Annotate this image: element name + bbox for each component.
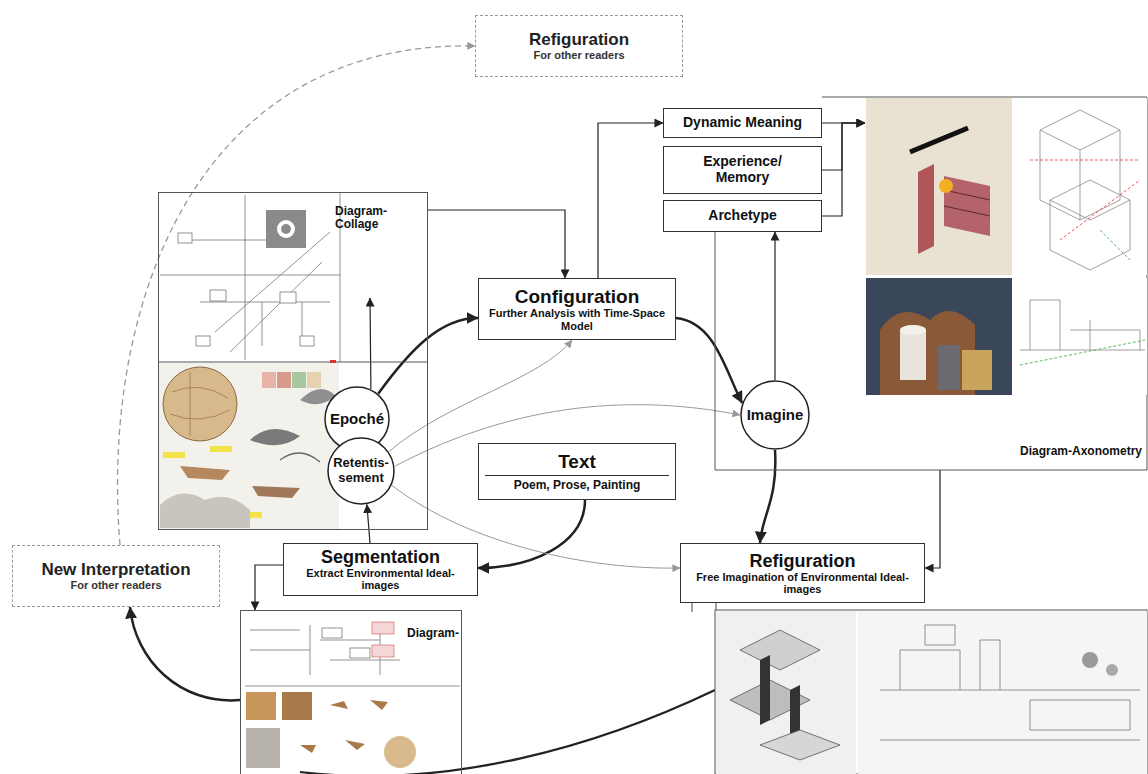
- circle-node: Imagine: [740, 380, 810, 450]
- connector: [925, 470, 940, 568]
- connector: [378, 318, 478, 394]
- circle-node: Retentis-sement: [327, 437, 395, 505]
- node-subtitle: Further Analysis with Time-Space Model: [485, 307, 669, 332]
- node-title: Text: [485, 451, 669, 476]
- node-title: Configuration: [515, 286, 640, 307]
- node-title: Refiguration: [529, 30, 629, 49]
- node-subtitle: For other readers: [533, 49, 624, 61]
- node-subtitle: Poem, Prose, Painting: [514, 479, 641, 492]
- circle-shape: [328, 438, 394, 504]
- diagram-panel: Diagram-: [240, 610, 462, 774]
- connector: [822, 123, 865, 216]
- node-title: Retentis-sement: [331, 456, 391, 485]
- process-box: RefigurationFree Imagination of Environm…: [680, 543, 925, 603]
- node-title: Diagram-: [407, 627, 459, 640]
- diagram-panel: Diagram-Axonometry Imagine: [715, 97, 1147, 470]
- process-box: Experience/ Memory: [663, 146, 822, 194]
- dashed-box: RefigurationFor other readers: [475, 15, 683, 77]
- node-title: Diagram-Collage: [335, 205, 399, 232]
- connector: [774, 232, 775, 380]
- node-title: Diagram-Axonometry: [998, 445, 1142, 458]
- process-box: ConfigurationFurther Analysis with Time-…: [478, 278, 676, 340]
- connector: [760, 450, 775, 543]
- connector: [369, 298, 371, 389]
- connector: [389, 340, 572, 452]
- process-box: Dynamic Meaning: [663, 108, 822, 138]
- node-title: Epoché: [330, 411, 384, 428]
- node-title: Imagine: [747, 407, 804, 424]
- connector: [118, 46, 475, 545]
- node-subtitle: Free Imagination of Environmental Ideal-…: [687, 571, 918, 596]
- connector: [598, 123, 663, 278]
- diagram-panel: Diagram-CollageEpochéRetentis-sement: [158, 192, 428, 530]
- connector: [428, 210, 565, 278]
- process-box: TextPoem, Prose, Painting: [478, 443, 676, 500]
- node-title: New Interpretation: [41, 560, 190, 579]
- process-box: SegmentationExtract Environmental Ideal-…: [283, 543, 478, 596]
- node-title: Refiguration: [750, 551, 856, 571]
- node-subtitle: Extract Environmental Ideal-images: [290, 567, 471, 592]
- node-title: Archetype: [708, 208, 776, 224]
- connector: [478, 500, 585, 568]
- process-box: Archetype: [663, 200, 822, 232]
- connector: [255, 565, 283, 610]
- node-title: Dynamic Meaning: [683, 115, 802, 131]
- connector: [822, 123, 865, 170]
- node-subtitle: For other readers: [70, 579, 161, 591]
- node-title: Experience/ Memory: [693, 154, 793, 185]
- connector: [130, 607, 240, 700]
- dashed-box: New InterpretationFor other readers: [12, 545, 220, 607]
- circle-shape: [741, 381, 809, 449]
- connector: [367, 505, 370, 544]
- node-title: Segmentation: [321, 547, 440, 567]
- connector: [676, 318, 742, 403]
